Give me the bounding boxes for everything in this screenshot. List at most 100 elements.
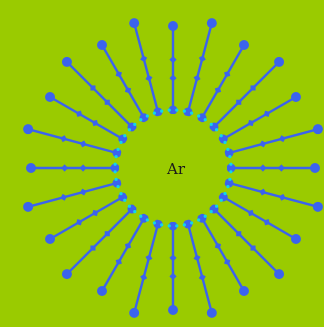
ray-outer-node xyxy=(23,124,34,135)
ring-dot xyxy=(114,155,118,159)
ray-inner-node xyxy=(183,219,193,229)
ray-diamond-marker xyxy=(115,258,122,265)
ray xyxy=(97,213,149,296)
ray-diamond-marker xyxy=(124,87,132,94)
ray-diamond-marker xyxy=(263,110,270,117)
ring-dot xyxy=(167,224,171,228)
ray xyxy=(183,18,217,117)
ray-diamond-marker xyxy=(145,254,153,262)
ring-dot xyxy=(152,221,156,225)
ray-line xyxy=(100,217,146,293)
ring-dot xyxy=(152,111,156,115)
ring-dot xyxy=(133,122,137,126)
ray-outer-node xyxy=(26,163,36,173)
ray-line xyxy=(186,21,214,114)
ray xyxy=(129,219,163,318)
ray-diamond-marker xyxy=(214,87,222,94)
ray-diamond-marker xyxy=(169,254,177,262)
ray-inner-node xyxy=(224,178,234,188)
ray-diamond-marker xyxy=(236,99,242,105)
ring-dot xyxy=(114,177,118,181)
ray-inner-node xyxy=(153,107,163,117)
ray-outer-node xyxy=(274,56,285,67)
ring-dot xyxy=(209,210,213,214)
ray-diamond-marker xyxy=(115,71,122,78)
ray-diamond-marker xyxy=(124,242,132,249)
ring-dot xyxy=(215,128,219,132)
ray xyxy=(61,204,137,280)
ray-line xyxy=(212,207,281,276)
ray-diamond-marker xyxy=(193,74,201,82)
ray-diamond-marker xyxy=(278,135,286,143)
ray-outer-node xyxy=(312,124,323,135)
ring-dot xyxy=(116,147,120,151)
ring-dot xyxy=(226,185,230,189)
ray-line xyxy=(212,60,281,129)
ray-inner-node xyxy=(153,219,163,229)
ring-dot xyxy=(113,162,117,166)
ring-dot xyxy=(219,134,223,138)
ray-diamond-marker xyxy=(140,273,148,281)
ring-dot xyxy=(228,155,232,159)
ray-outer-node xyxy=(97,40,107,51)
ray-outer-node xyxy=(206,307,217,318)
ring-dot xyxy=(197,114,201,118)
ray xyxy=(224,124,323,158)
ray xyxy=(45,192,128,244)
ring-dot xyxy=(119,192,123,196)
ray-diamond-marker xyxy=(60,193,68,201)
ring-dot xyxy=(145,218,149,222)
ray-diamond-marker xyxy=(76,219,83,226)
ray-diamond-marker xyxy=(79,164,87,172)
ring-dot xyxy=(209,122,213,126)
ray-outer-node xyxy=(45,92,56,102)
ray-line xyxy=(132,21,160,114)
ring-dot xyxy=(190,221,194,225)
ring-dot xyxy=(119,140,123,144)
ring-dot xyxy=(226,147,230,151)
ray-diamond-marker xyxy=(259,140,267,148)
ray-line xyxy=(65,60,134,129)
ring-dot xyxy=(182,223,186,227)
ray-diamond-marker xyxy=(169,74,177,82)
ray-line xyxy=(48,195,124,241)
ray xyxy=(23,124,122,158)
ring-dot xyxy=(229,162,233,166)
ray-line xyxy=(65,207,134,276)
ray-diamond-marker xyxy=(92,209,99,217)
ray xyxy=(168,21,178,115)
ray-outer-node xyxy=(312,201,323,212)
ring-dot xyxy=(123,134,127,138)
ring-dot xyxy=(219,198,223,202)
ring-dot xyxy=(175,224,179,228)
ray-diamond-marker xyxy=(214,242,222,249)
ring-dot xyxy=(160,223,164,227)
ring-dot xyxy=(160,109,164,113)
ray-diamond-marker xyxy=(61,164,69,172)
ring-dot xyxy=(223,140,227,144)
ring-dots-group xyxy=(113,108,233,228)
ray-outer-node xyxy=(239,285,249,296)
ray-diamond-marker xyxy=(277,164,285,172)
ray-diamond-marker xyxy=(90,245,96,251)
ring-dot xyxy=(190,111,194,115)
ring-dot xyxy=(127,128,131,132)
ray-diamond-marker xyxy=(90,85,96,91)
ray-diamond-marker xyxy=(104,231,110,237)
ray-diamond-marker xyxy=(263,219,270,226)
ray-line xyxy=(200,43,246,119)
ray xyxy=(226,163,320,173)
ray-diamond-marker xyxy=(145,74,153,82)
center-label: Ar xyxy=(166,160,186,178)
ray-diamond-marker xyxy=(140,55,148,63)
ray-diamond-marker xyxy=(224,71,231,78)
center-node xyxy=(119,114,227,222)
ray-inner-node xyxy=(110,163,120,173)
ray-diamond-marker xyxy=(247,209,254,217)
ray-diamond-marker xyxy=(169,56,177,64)
ray-outer-node xyxy=(61,56,72,67)
ray-line xyxy=(222,195,298,241)
ray-line xyxy=(186,222,214,315)
ray-inner-node xyxy=(183,107,193,117)
